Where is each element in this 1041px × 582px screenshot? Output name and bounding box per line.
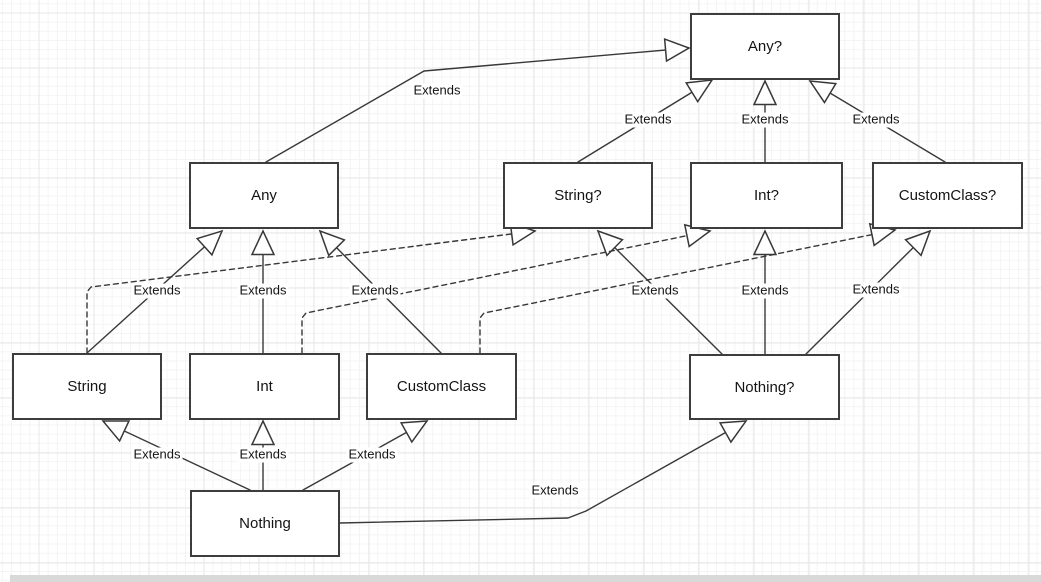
class-box-string-nullable[interactable]: String? — [503, 162, 653, 229]
edge-label-nothing-nullable-extends-int-nullable: Extends — [739, 282, 791, 299]
edge-label-customclass-extends-any: Extends — [349, 282, 401, 299]
class-box-nothing[interactable]: Nothing — [190, 490, 340, 557]
class-box-label-any: Any — [251, 187, 277, 204]
edge-label-nothing-extends-int: Extends — [237, 446, 289, 463]
class-box-label-string-nullable: String? — [554, 187, 602, 204]
class-box-label-any-nullable: Any? — [747, 38, 783, 55]
edge-label-string-nullable-extends-any-nullable: Extends — [622, 111, 674, 128]
edge-any-extends-any-nullable[interactable] — [265, 37, 691, 163]
edge-label-customclass-nullable-extends-any-nullable: Extends — [850, 111, 902, 128]
class-box-label-nothing-nullable: Nothing? — [734, 378, 795, 396]
edge-label-nothing-extends-string: Extends — [131, 446, 183, 463]
edge-label-nothing-nullable-extends-string-nullable: Extends — [629, 282, 681, 299]
edge-label-int-nullable-extends-any-nullable: Extends — [739, 111, 791, 128]
class-box-any-nullable[interactable]: Any? — [690, 13, 840, 80]
class-box-label-string: String — [67, 378, 107, 395]
edge-label-nothing-nullable-extends-customclass-nullable: Extends — [850, 281, 902, 298]
class-box-label-nothing: Nothing — [239, 515, 291, 532]
edge-label-any-extends-any-nullable: Extends — [411, 82, 463, 99]
edge-label-int-extends-any: Extends — [237, 282, 289, 299]
class-box-string[interactable]: String — [12, 353, 162, 420]
class-box-customclass[interactable]: CustomClass — [366, 353, 517, 420]
class-box-label-customclass: CustomClass — [396, 378, 487, 395]
class-box-label-customclass-nullable: CustomClass? — [898, 187, 997, 204]
class-box-any[interactable]: Any — [189, 162, 339, 229]
class-box-int-nullable[interactable]: Int? — [690, 162, 843, 229]
class-box-customclass-nullable[interactable]: CustomClass? — [872, 162, 1023, 229]
edge-nothing-extends-nothing-nullable[interactable] — [339, 420, 748, 524]
horizontal-scrollbar[interactable] — [10, 575, 1041, 582]
edge-label-string-extends-any: Extends — [131, 282, 183, 299]
edge-label-nothing-extends-nothing-nullable: Extends — [529, 482, 581, 499]
class-box-label-int-nullable: Int? — [753, 187, 780, 204]
class-box-nothing-nullable[interactable]: Nothing? — [689, 354, 840, 420]
edge-customclass-extends-customclass-nullable[interactable] — [479, 222, 897, 354]
edge-int-extends-int-nullable[interactable] — [301, 223, 712, 354]
edge-string-extends-string-nullable[interactable] — [86, 221, 537, 354]
edge-label-nothing-extends-customclass: Extends — [346, 446, 398, 463]
class-box-label-int: Int — [256, 378, 273, 395]
class-box-int[interactable]: Int — [189, 353, 340, 420]
